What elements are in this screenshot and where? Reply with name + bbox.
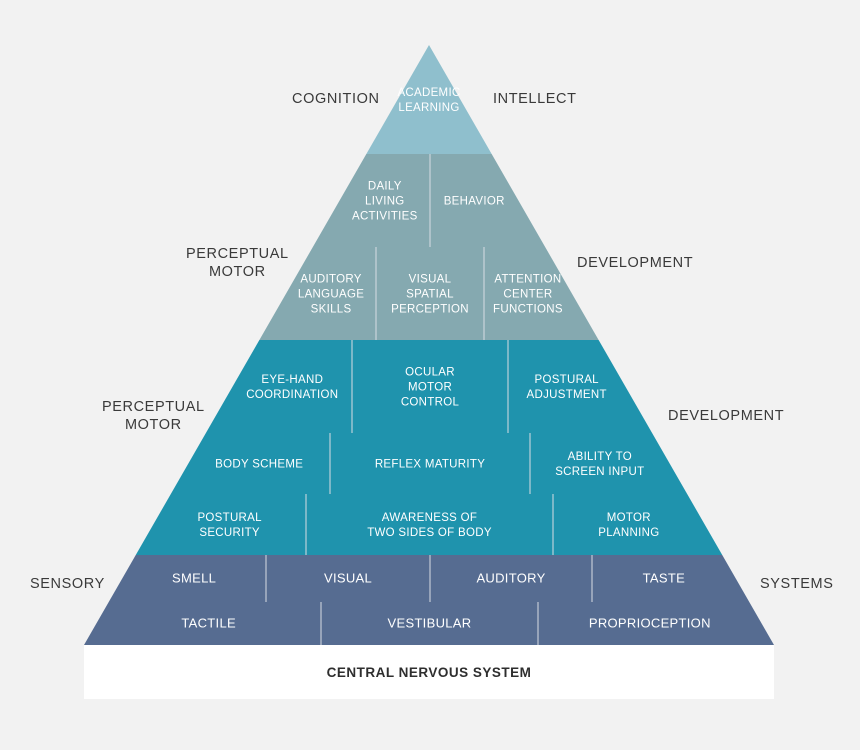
central-nervous-system-label: CENTRAL NERVOUS SYSTEM — [326, 664, 532, 680]
level-senses-1: SMELL VISUAL AUDITORY TASTE — [108, 555, 750, 602]
cell-label: BODY SCHEME — [215, 459, 303, 471]
cell-label: SMELL — [172, 571, 216, 586]
cell-label: TASTE — [643, 571, 685, 586]
cell-label: TACTILE — [181, 616, 236, 631]
systems-label: SYSTEMS — [760, 576, 834, 592]
cell-label: BEHAVIOR — [444, 196, 505, 208]
perceptual-motor-upper-label: PERCEPTUAL MOTOR — [186, 246, 289, 280]
level-band — [312, 154, 546, 247]
sensory-label: SENSORY — [30, 576, 105, 592]
level-band — [366, 45, 492, 154]
level-band — [205, 340, 653, 433]
development-lower-label: DEVELOPMENT — [668, 408, 785, 424]
intellect-label: INTELLECT — [493, 91, 577, 107]
cell-label: REFLEX MATURITY — [375, 459, 485, 471]
level-senses-2: TACTILE VESTIBULAR PROPRIOCEPTION — [84, 602, 774, 645]
level-band — [170, 433, 688, 494]
cell-label: AUDITORY — [476, 571, 545, 586]
level-band — [84, 602, 774, 645]
cognition-label: COGNITION — [292, 91, 380, 107]
level-band — [108, 555, 750, 602]
perceptual-motor-lower-label: PERCEPTUAL MOTOR — [102, 399, 205, 433]
cell-label: VISUAL — [324, 571, 372, 586]
level-band — [135, 494, 723, 555]
cell-label: VESTIBULAR — [388, 616, 472, 631]
level-band — [259, 247, 599, 340]
cell-label: PROPRIOCEPTION — [589, 616, 711, 631]
central-nervous-system-base: CENTRAL NERVOUS SYSTEM — [84, 645, 774, 699]
development-upper-label: DEVELOPMENT — [577, 255, 694, 271]
